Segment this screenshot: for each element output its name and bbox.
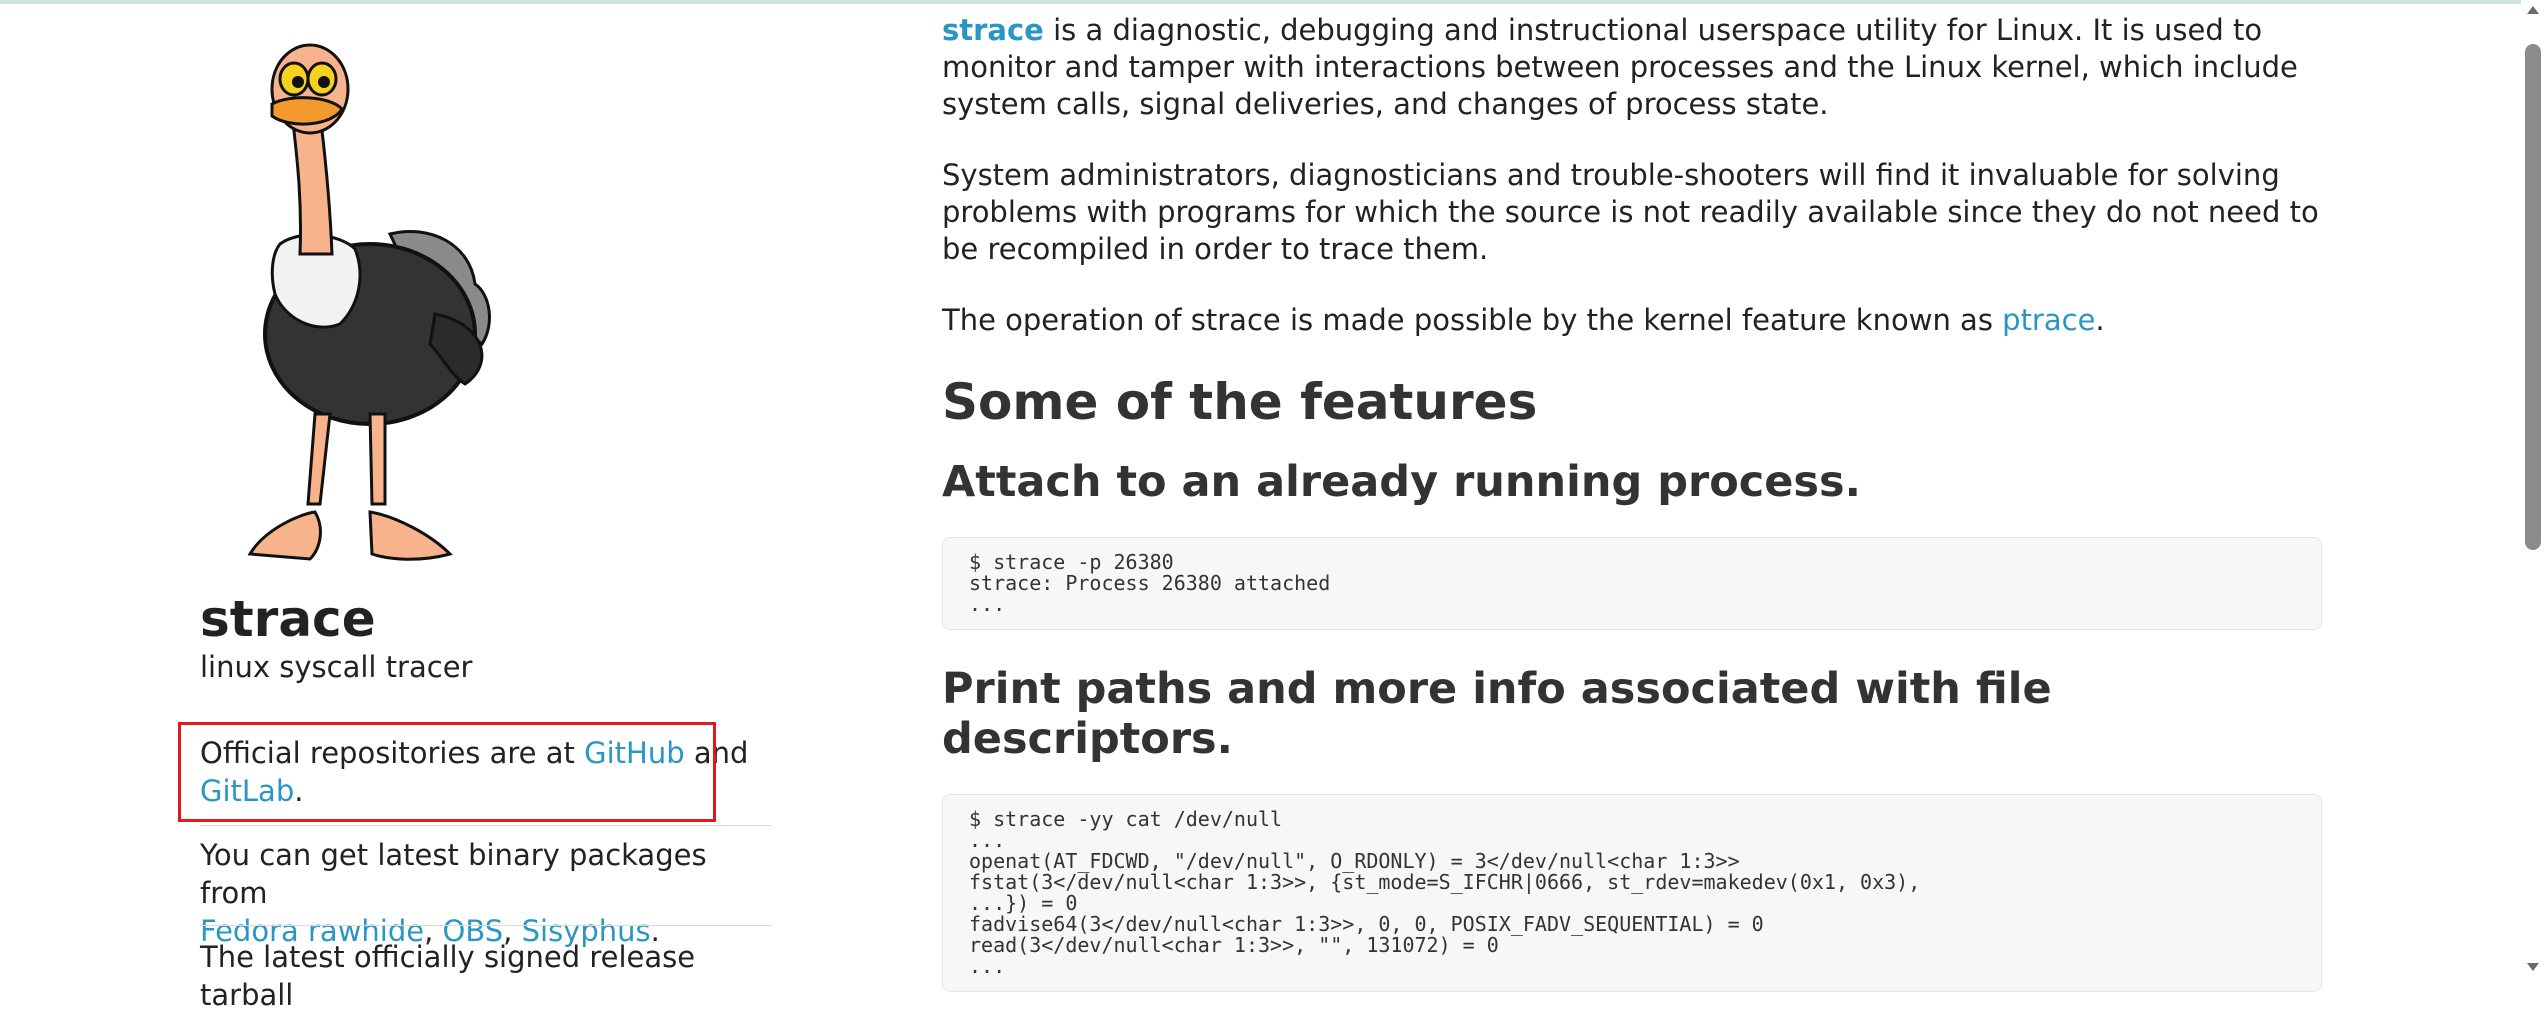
gitlab-link[interactable]: GitLab [200,774,295,808]
sisyphus-link[interactable]: Sisyphus [521,914,651,948]
binaries-prefix: You can get latest binary packages from [200,838,707,910]
fedora-rawhide-link[interactable]: Fedora rawhide [200,914,425,948]
ptrace-prefix: The operation of strace is made possible… [942,303,2003,337]
intro-paragraph: strace is a diagnostic, debugging and in… [942,12,2322,123]
binaries-comma: , [503,914,522,948]
scroll-down-icon[interactable] [2527,963,2539,971]
sidebar: strace linux syscall tracer Official rep… [200,0,772,1012]
obs-link[interactable]: OBS [442,914,504,948]
github-link[interactable]: GitHub [584,736,685,770]
highlight-box [178,722,716,822]
intro-text: is a diagnostic, debugging and instructi… [942,13,2298,121]
repositories-text: Official repositories are at GitHub and … [200,734,760,810]
repositories-suffix: . [294,774,304,808]
repositories-prefix: Official repositories are at [200,736,585,770]
site-tagline: linux syscall tracer [200,650,473,684]
site-title: strace [200,590,376,648]
sidebar-divider [200,925,772,926]
ptrace-link[interactable]: ptrace [2002,303,2096,337]
ptrace-paragraph: The operation of strace is made possible… [942,302,2322,339]
binaries-suffix: . [650,914,660,948]
strace-link[interactable]: strace [942,13,1044,47]
top-border [0,0,2545,4]
main-content: strace is a diagnostic, debugging and in… [942,12,2322,1026]
ostrich-logo [247,43,491,561]
binary-packages-text: You can get latest binary packages from … [200,836,760,950]
scroll-up-icon[interactable] [2527,6,2539,14]
paths-code-block: $ strace -yy cat /dev/null ... openat(AT… [942,794,2322,992]
repositories-and: and [684,736,749,770]
ptrace-suffix: . [2095,303,2105,337]
binaries-comma: , [424,914,443,948]
scroll-thumb[interactable] [2525,44,2541,550]
scrollbar[interactable] [2521,0,2545,977]
attach-heading: Attach to an already running process. [942,457,1861,507]
sidebar-divider [200,825,772,826]
features-heading: Some of the features [942,373,1538,431]
admins-paragraph: System administrators, diagnosticians an… [942,158,2319,266]
attach-code-block: $ strace -p 26380 strace: Process 26380 … [942,537,2322,630]
release-text: The latest officially signed release tar… [200,940,696,1012]
paths-heading: Print paths and more info associated wit… [942,664,2052,764]
